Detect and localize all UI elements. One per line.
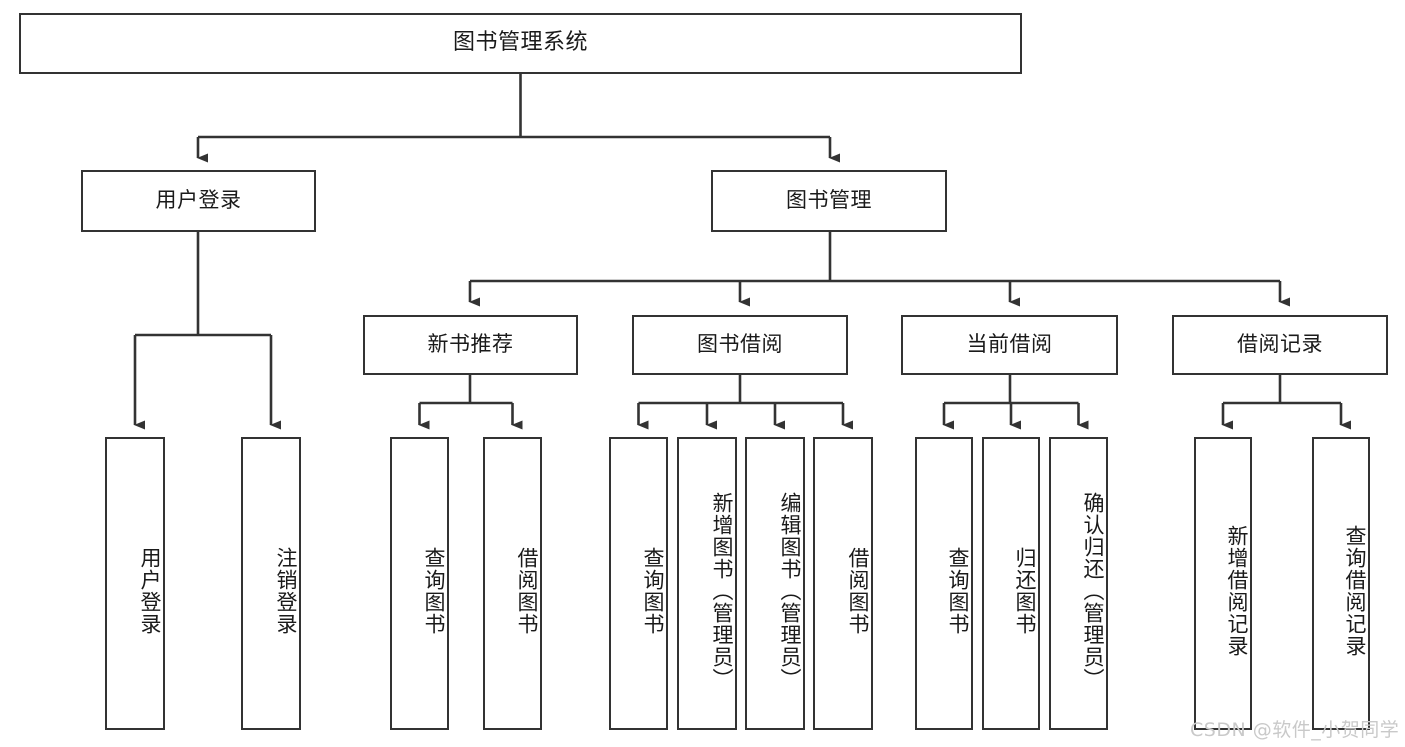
leaf-return-book-label: 归还图书: [1013, 546, 1037, 635]
node-book-manage[interactable]: 图书管理: [711, 170, 947, 232]
node-book-borrow[interactable]: 图书借阅: [632, 315, 848, 375]
leaf-borrow-book-1[interactable]: 借阅图书: [483, 437, 542, 730]
node-borrow-record-label: 借阅记录: [1237, 332, 1323, 357]
leaf-query-book-3[interactable]: 查询图书: [915, 437, 973, 730]
leaf-query-book-2[interactable]: 查询图书: [609, 437, 668, 730]
leaf-edit-book-admin[interactable]: 编辑图书（管理员）: [745, 437, 805, 730]
leaf-add-borrow-record-label: 新增借阅记录: [1225, 524, 1249, 657]
csdn-watermark: CSDN @软件_小贺同学: [1190, 719, 1400, 741]
node-user-login-label: 用户登录: [155, 188, 242, 213]
leaf-confirm-return-admin-label: 确认归还（管理员）: [1081, 491, 1105, 690]
leaf-edit-book-admin-label: 编辑图书（管理员）: [778, 491, 802, 690]
leaf-query-book-1-label: 查询图书: [422, 546, 446, 635]
leaf-user-login[interactable]: 用户登录: [105, 437, 165, 730]
leaf-confirm-return-admin[interactable]: 确认归还（管理员）: [1049, 437, 1108, 730]
leaf-add-borrow-record[interactable]: 新增借阅记录: [1194, 437, 1252, 730]
leaf-query-book-2-label: 查询图书: [641, 546, 665, 635]
leaf-return-book[interactable]: 归还图书: [982, 437, 1040, 730]
leaf-query-book-1[interactable]: 查询图书: [390, 437, 449, 730]
leaf-add-book-admin-label: 新增图书（管理员）: [710, 491, 734, 690]
leaf-logout-login[interactable]: 注销登录: [241, 437, 301, 730]
node-current-borrow-label: 当前借阅: [966, 332, 1053, 357]
node-new-book-recommend[interactable]: 新书推荐: [363, 315, 578, 375]
node-current-borrow[interactable]: 当前借阅: [901, 315, 1118, 375]
node-book-borrow-label: 图书借阅: [697, 332, 783, 357]
leaf-borrow-book-2[interactable]: 借阅图书: [813, 437, 873, 730]
leaf-borrow-book-1-label: 借阅图书: [515, 546, 539, 635]
node-book-manage-label: 图书管理: [786, 188, 872, 213]
node-root-label: 图书管理系统: [452, 30, 588, 56]
leaf-query-borrow-record-label: 查询借阅记录: [1343, 524, 1367, 657]
leaf-user-login-label: 用户登录: [138, 546, 162, 635]
leaf-borrow-book-2-label: 借阅图书: [846, 546, 870, 635]
leaf-logout-login-label: 注销登录: [274, 546, 298, 635]
node-borrow-record[interactable]: 借阅记录: [1172, 315, 1388, 375]
node-new-book-recommend-label: 新书推荐: [427, 332, 514, 357]
leaf-add-book-admin[interactable]: 新增图书（管理员）: [677, 437, 737, 730]
leaf-query-borrow-record[interactable]: 查询借阅记录: [1312, 437, 1370, 730]
node-root-system[interactable]: 图书管理系统: [19, 13, 1022, 74]
node-user-login[interactable]: 用户登录: [81, 170, 316, 232]
leaf-query-book-3-label: 查询图书: [946, 546, 970, 635]
